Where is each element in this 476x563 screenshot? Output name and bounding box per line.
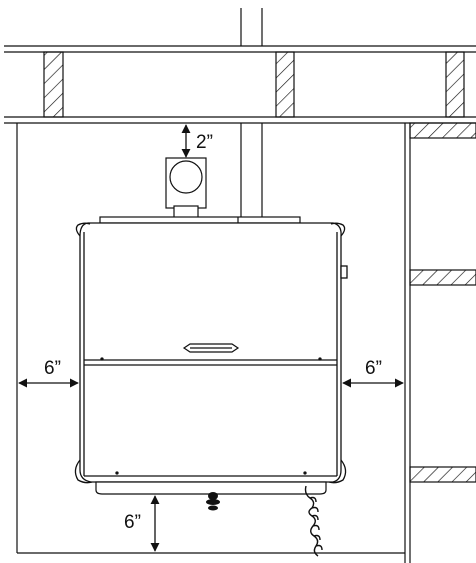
joist-left	[43, 51, 64, 118]
cabinet-base	[95, 481, 327, 495]
dimension-left: 6”	[18, 358, 79, 388]
wall-studs-right	[409, 122, 476, 483]
dimension-bottom: 6”	[124, 495, 160, 552]
ceiling-joists	[4, 45, 476, 124]
dimension-right: 6”	[342, 358, 404, 388]
dimension-top: 2”	[181, 124, 213, 158]
top-clearance-label: 2”	[196, 132, 213, 153]
top-cover	[99, 216, 301, 224]
control-knob	[340, 265, 348, 279]
water-heater-cabinet	[74, 222, 348, 484]
coiled-cord	[304, 485, 323, 557]
vent-pipe	[240, 8, 263, 220]
bottom-clearance-label: 6”	[124, 512, 141, 533]
right-clearance-label: 6”	[365, 358, 382, 379]
joist-right	[445, 51, 465, 118]
flue-collar	[165, 157, 207, 221]
joist-center	[275, 51, 295, 118]
drain-valve	[206, 492, 220, 511]
enclosure-walls	[16, 123, 411, 563]
left-clearance-label: 6”	[44, 358, 61, 379]
door-handle	[182, 343, 240, 353]
